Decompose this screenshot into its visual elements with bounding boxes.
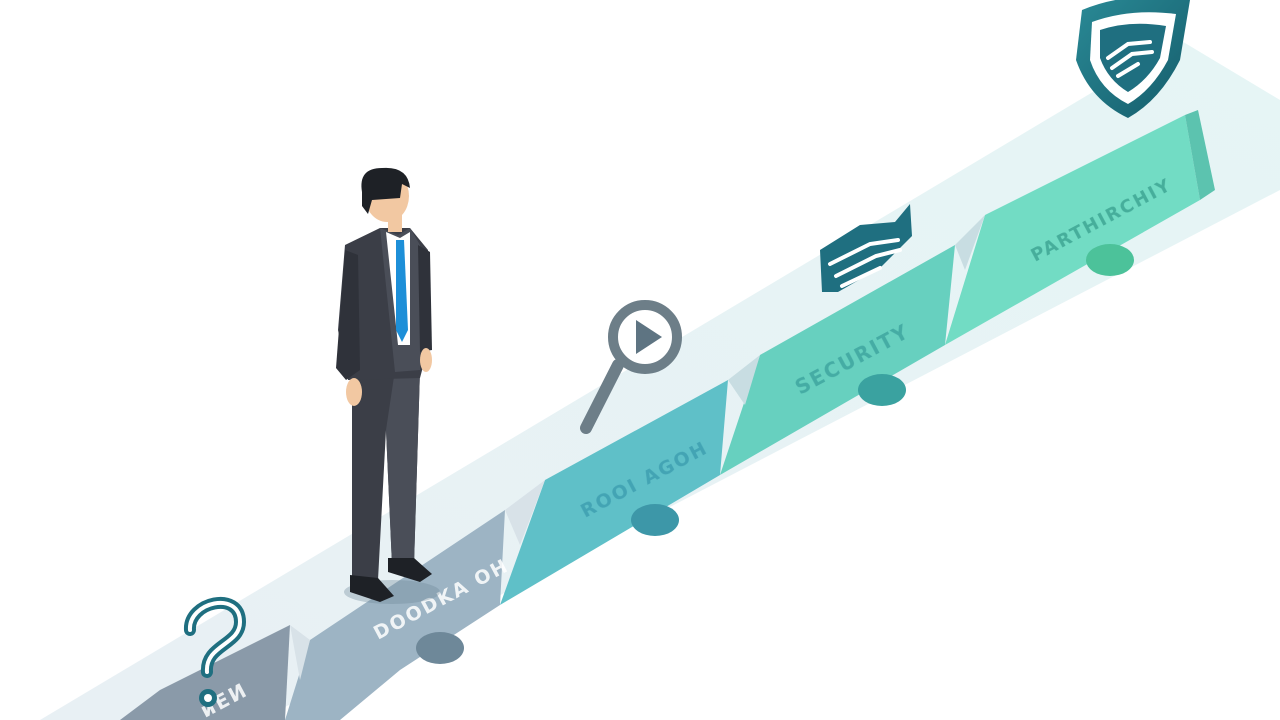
businessman-figure <box>336 167 440 604</box>
stage-2-marker <box>416 632 464 664</box>
handshake-icon <box>820 204 912 292</box>
path-markers <box>416 244 1134 664</box>
path <box>120 110 1215 720</box>
stage-3-marker <box>631 504 679 536</box>
stage-5-marker <box>1086 244 1134 276</box>
stage-2-platform <box>285 510 505 720</box>
question-mark-icon <box>184 597 247 707</box>
stage-3-platform <box>500 380 728 605</box>
shield-handshake-icon <box>1076 0 1190 118</box>
stage-5-platform <box>945 115 1200 345</box>
magnifier-play-icon <box>580 300 682 434</box>
stage-4-marker <box>858 374 906 406</box>
path-glow <box>40 40 1280 720</box>
stage-4-platform <box>720 245 955 475</box>
